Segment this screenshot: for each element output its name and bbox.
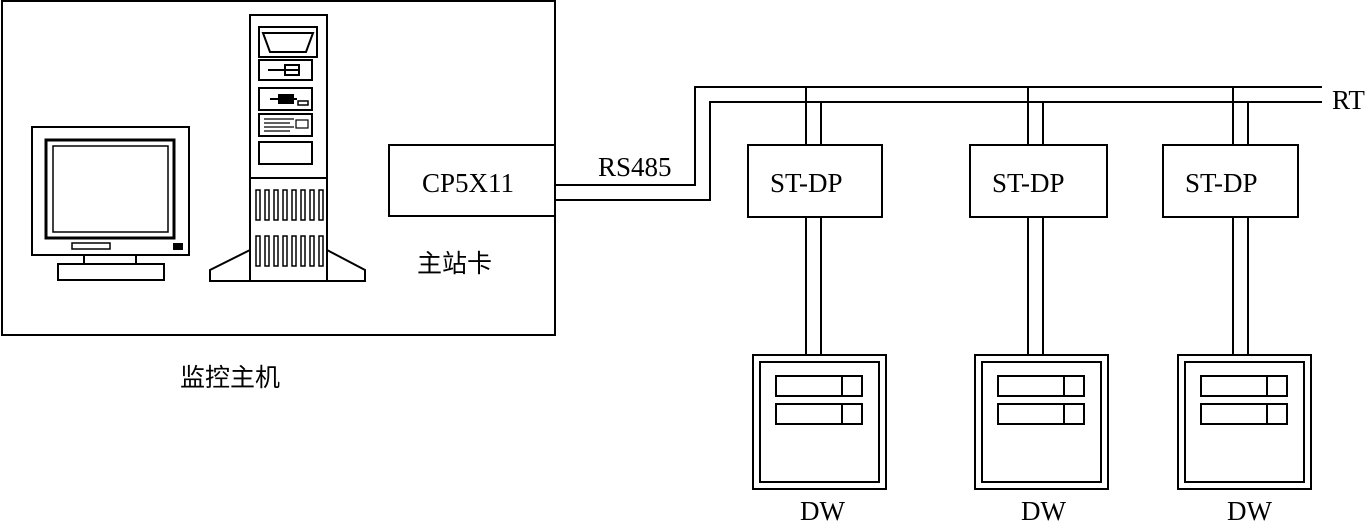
master-card-label: CP5X11 xyxy=(422,168,515,198)
dw-device-icon xyxy=(974,354,1109,490)
device-label-2: DW xyxy=(1021,496,1066,526)
monitor-icon xyxy=(31,126,190,281)
device-label-3: DW xyxy=(1227,496,1272,526)
device-label-1: DW xyxy=(800,496,845,526)
bus-protocol-label: RS485 xyxy=(598,152,672,182)
host-label: 监控主机 xyxy=(180,363,281,392)
master-card-box xyxy=(388,144,556,217)
slave-unit-3 xyxy=(1162,87,1312,490)
slave-unit-2 xyxy=(969,87,1109,490)
bus-cable xyxy=(555,86,1322,201)
computer-tower-icon xyxy=(209,14,366,282)
master-card-caption: 主站卡 xyxy=(417,249,493,278)
adapter-label-3: ST-DP xyxy=(1185,168,1258,198)
adapter-box xyxy=(969,144,1108,218)
adapter-box xyxy=(747,144,883,218)
dw-device-icon xyxy=(1177,354,1312,490)
adapter-box xyxy=(1162,144,1299,218)
terminator-label: RT xyxy=(1332,85,1365,115)
slave-unit-1 xyxy=(747,87,887,490)
dw-device-icon xyxy=(752,354,887,490)
adapter-label-2: ST-DP xyxy=(992,168,1065,198)
adapter-label-1: ST-DP xyxy=(770,168,843,198)
